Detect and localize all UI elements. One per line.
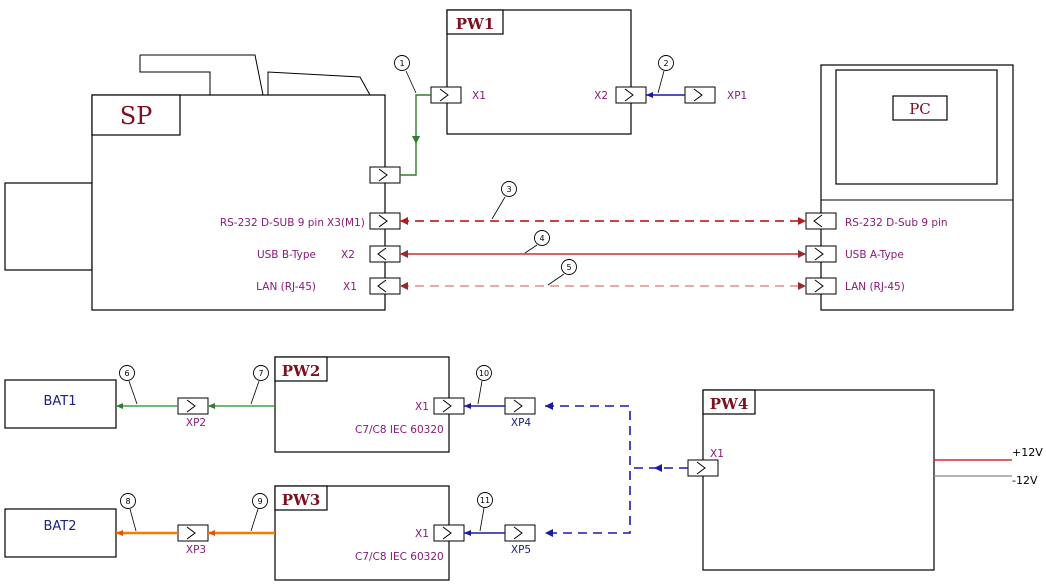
callout-6: 6 (119, 365, 138, 405)
cable-1-line (400, 94, 431, 176)
callout-4: 4 (524, 230, 550, 254)
pw3-standard-label: C7/C8 IEC 60320 (355, 551, 444, 563)
sp-lan-label: LAN (RJ-45) (256, 281, 316, 293)
callout-9-number: 9 (257, 497, 262, 506)
pw2-standard-label: C7/C8 IEC 60320 (355, 424, 444, 436)
pw1-x1-label: X1 (472, 90, 486, 102)
minus-12v-label: -12V (1012, 474, 1038, 487)
pw4-x1-label: X1 (710, 448, 724, 460)
pw4-title: PW4 (710, 395, 749, 413)
pc-connector-lan (805, 277, 837, 295)
cable-3-arrow-right (798, 217, 806, 225)
callout-3-number: 3 (506, 185, 511, 194)
pw3-x1-label: X1 (415, 528, 429, 540)
cable-1-arrow (412, 136, 420, 144)
plus-12v-label: +12V (1012, 446, 1043, 459)
callout-10-number: 10 (479, 369, 489, 378)
xp4-feed-arrow (545, 402, 553, 410)
callout-7: 7 (250, 365, 269, 405)
plug-xp2: XP2 (177, 397, 209, 429)
pw3-title: PW3 (282, 491, 321, 509)
pc-block: PC (820, 64, 1014, 311)
callout-4-number: 4 (539, 234, 544, 243)
pw1-connector-x1 (430, 86, 462, 104)
pw2-block: PW2 X1 C7/C8 IEC 60320 (274, 356, 450, 453)
callout-2-number: 2 (663, 59, 668, 68)
sp-usb-port-id: X2 (341, 249, 355, 261)
pw4-distribution-line (545, 405, 631, 534)
bat2-label: BAT2 (43, 519, 76, 534)
pw3-block: PW3 X1 C7/C8 IEC 60320 (274, 485, 450, 581)
pw4-block: PW4 X1 (702, 389, 935, 571)
plug-xp4: XP4 (504, 397, 536, 429)
sp-connector-usb (369, 245, 401, 263)
plug-xp1: XP1 (684, 86, 747, 104)
plug-xp3: XP3 (177, 524, 209, 556)
pw4-feed-arrow (654, 464, 662, 472)
pw1-x2-label: X2 (594, 90, 608, 102)
callout-5-number: 5 (566, 263, 571, 272)
callout-5: 5 (547, 259, 577, 286)
pw2-x1-label: X1 (415, 401, 429, 413)
xp5-feed-arrow (545, 529, 553, 537)
callout-8: 8 (120, 493, 137, 532)
callout-3: 3 (491, 181, 517, 220)
sp-connector-rs232 (369, 212, 401, 230)
cable-5-arrow-left (400, 282, 408, 290)
plug-xp5: XP5 (504, 524, 536, 556)
callout-11-number: 11 (480, 496, 490, 505)
callout-2: 2 (657, 55, 674, 94)
callout-10: 10 (476, 365, 492, 405)
sp-connector-lan (369, 277, 401, 295)
pw1-connector-x2 (615, 86, 647, 104)
callout-1-number: 1 (399, 59, 404, 68)
pc-connector-rs232 (805, 212, 837, 230)
bat1-block: BAT1 (4, 379, 117, 429)
callout-1: 1 (394, 55, 417, 94)
pc-lan-label: LAN (RJ-45) (845, 281, 905, 293)
cable-4-arrow-left (400, 250, 408, 258)
pw3-connector-x1 (433, 524, 465, 542)
pc-rs232-label: RS-232 D-Sub 9 pin (845, 217, 948, 229)
pw2-connector-x1 (433, 397, 465, 415)
plug-xp5-label: XP5 (511, 544, 531, 556)
plug-xp1-label: XP1 (727, 90, 747, 102)
cable-5-arrow-right (798, 282, 806, 290)
callout-7-number: 7 (258, 369, 263, 378)
pc-title: PC (909, 100, 931, 118)
callout-11: 11 (477, 492, 493, 532)
sp-title: SP (120, 102, 153, 130)
pw1-block: PW1 X1 X2 (430, 9, 647, 135)
callout-9: 9 (250, 493, 268, 532)
pc-connector-usb (805, 245, 837, 263)
sp-lan-port-id: X1 (343, 281, 357, 293)
callout-6-number: 6 (124, 369, 129, 378)
bat2-block: BAT2 (4, 508, 117, 558)
plug-xp3-label: XP3 (186, 544, 206, 556)
sp-block: SP (4, 54, 386, 311)
callout-8-number: 8 (125, 497, 130, 506)
plug-xp2-label: XP2 (186, 417, 206, 429)
cable-3-arrow-left (400, 217, 408, 225)
sp-usb-label: USB B-Type (257, 249, 316, 261)
pw4-connector-x1 (687, 459, 719, 477)
pw2-title: PW2 (282, 362, 321, 380)
sp-rs232-port-id: X3(M1) (327, 217, 365, 229)
pc-usb-label: USB A-Type (845, 249, 904, 261)
plug-xp4-label: XP4 (511, 417, 532, 429)
bat1-label: BAT1 (43, 394, 76, 409)
pw1-title: PW1 (456, 15, 495, 33)
sp-connector-pw1 (369, 166, 401, 184)
cable-4-arrow-right (798, 250, 806, 258)
sp-rs232-label: RS-232 D-SUB 9 pin (220, 217, 324, 229)
